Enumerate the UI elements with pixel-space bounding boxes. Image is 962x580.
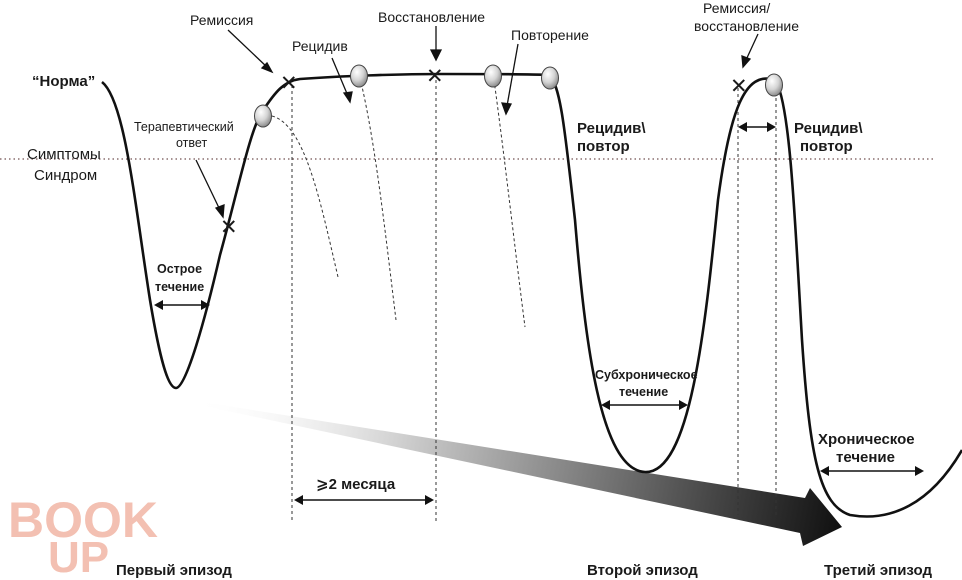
arrow-head-icon	[214, 204, 225, 219]
x-mark-icon: ✕	[730, 74, 748, 98]
two-months-label: ⩾2 месяца	[316, 476, 396, 493]
arrow-head-icon	[741, 55, 752, 69]
arrow-remission-recovery	[745, 33, 759, 61]
remission-label: Ремиссия	[190, 12, 253, 28]
subchronic-course-label-line1: Субхроническое	[595, 368, 698, 382]
recovery-label: Восстановление	[378, 9, 485, 25]
chronic-course-label-line1: Хроническое	[818, 431, 915, 448]
oval-marker-icon	[765, 73, 783, 97]
norma-label: “Норма”	[32, 73, 95, 90]
tail-repetition	[493, 79, 526, 328]
mood-course-curve	[101, 72, 962, 518]
arrow-therapeutic	[195, 159, 221, 211]
x-mark-icon: ✕	[426, 64, 444, 88]
subchronic-course-label-line2: течение	[619, 385, 668, 399]
span-arrows	[154, 122, 924, 505]
acute-course-label-line2: течение	[155, 280, 204, 294]
relapse-repeat-label-1-line1: Рецидив\	[577, 120, 646, 137]
first-episode-label: Первый эпизод	[116, 562, 232, 579]
relapse-repeat-label-2-line1: Рецидив\	[794, 120, 863, 137]
x-mark-icon: ✕	[220, 215, 238, 239]
chronic-course-label-line2: течение	[836, 449, 895, 466]
arrow-head-icon	[260, 61, 274, 74]
remission-recovery-label-line2: восстановление	[694, 18, 799, 34]
oval-marker-icon	[484, 64, 502, 88]
logo-text-bottom: UP	[48, 533, 109, 580]
time-arrow	[190, 400, 842, 546]
tail-relapse	[359, 77, 397, 321]
state-markers	[254, 64, 783, 128]
acute-course-label-line1: Острое	[157, 262, 202, 276]
arrow-repetition	[506, 43, 519, 107]
third-episode-label: Третий эпизод	[824, 562, 932, 579]
relapse-repeat-label-1-line2: повтор	[577, 138, 630, 155]
arrow-head-icon	[429, 49, 443, 62]
alternative-trajectories	[271, 77, 526, 328]
repetition-label: Повторение	[511, 27, 589, 43]
second-episode-label: Второй эпизод	[587, 562, 698, 579]
bookup-logo: BOOK UP	[8, 492, 158, 580]
symptoms-label: Симптомы	[27, 146, 101, 163]
event-markers: ✕ ✕ ✕ ✕	[220, 64, 748, 239]
therapeutic-response-label-line2: ответ	[176, 136, 207, 150]
relapse-repeat-label-2-line2: повтор	[800, 138, 853, 155]
remission-recovery-label-line1: Ремиссия/	[703, 0, 770, 16]
arrow-relapse	[331, 57, 349, 97]
pointer-arrows	[195, 26, 759, 219]
arrow-head-icon	[342, 91, 353, 104]
labels: “Норма” Симптомы Синдром Ремиссия Рециди…	[27, 0, 932, 579]
tail-therapeutic	[271, 115, 339, 278]
relapse-label: Рецидив	[292, 38, 348, 54]
arrow-remission	[227, 29, 269, 69]
oval-marker-icon	[254, 104, 272, 128]
arrow-head-icon	[501, 102, 512, 116]
logo-text-top: BOOK	[8, 492, 158, 548]
reference-lines	[291, 80, 777, 522]
syndrome-label: Синдром	[34, 167, 97, 184]
x-mark-icon: ✕	[280, 71, 298, 95]
oval-marker-icon	[350, 64, 368, 88]
therapeutic-response-label-line1: Терапевтический	[134, 120, 234, 134]
oval-marker-icon	[541, 66, 559, 90]
